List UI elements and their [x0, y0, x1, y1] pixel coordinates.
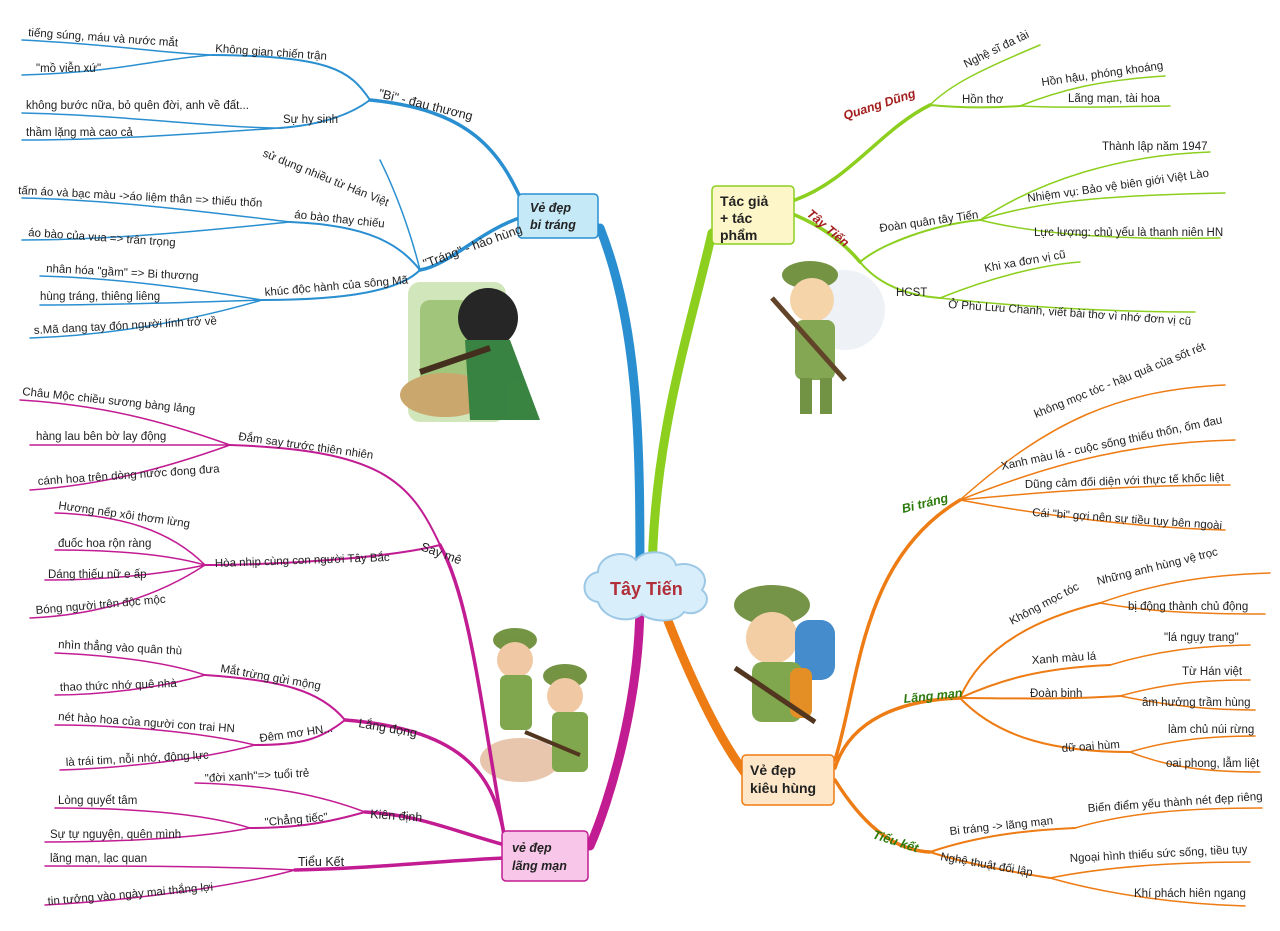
- hcst-item-1: Ở Phù Lưu Chanh, viết bài thơ vì nhớ đơn…: [948, 298, 1192, 328]
- chang-tiec-label: "Chẳng tiếc": [264, 811, 328, 829]
- khong-gian-label: Không gian chiến trận: [215, 43, 327, 63]
- hon-tho-label: Hồn thơ: [962, 94, 1004, 106]
- center-label: Tây Tiến: [610, 579, 683, 599]
- khuc-doc-hanh-item-2: s.Mã dang tay đón người lính trở về: [34, 315, 218, 337]
- doan-quan-item-0: Thành lập năm 1947: [1102, 141, 1208, 153]
- nghe-thuat-label: Nghệ thuật đối lập: [939, 851, 1033, 879]
- ao-bao-item-0: tấm áo và bạc màu ->áo liệm thân => thiế…: [18, 185, 263, 210]
- tac-gia-title-3: phẩm: [720, 227, 757, 243]
- dam-say-item-2: cánh hoa trên dòng nước đong đưa: [37, 463, 220, 488]
- branch-bi-trang-lines: [21, 39, 527, 339]
- su-dung-han-viet: sử dụng nhiều từ Hán Việt: [261, 148, 391, 210]
- hoa-nhip-item-1: đuốc hoa rộn ràng: [58, 538, 151, 550]
- tac-gia-title-2: + tác: [720, 210, 753, 226]
- hoa-nhip-item-2: Dáng thiếu nữ e ấp: [48, 569, 147, 581]
- soldier-illustration-top-right: [770, 261, 885, 414]
- green-box[interactable]: Tác giả + tác phẩm: [711, 185, 795, 245]
- chang-tiec-item-1: Sự tự nguyện, quên mình: [50, 829, 181, 841]
- magenta-box[interactable]: vẻ đẹp lãng mạn: [501, 830, 589, 882]
- hoa-nhip-item-3: Bóng người trên độc mộc: [35, 594, 166, 617]
- mat-trung-item-1: thao thức nhớ quê nhà: [60, 678, 178, 694]
- su-hy-sinh-item-1: thầm lặng mà cao cả: [26, 127, 133, 139]
- doan-quan-item-1: Nhiệm vụ: Bảo vệ biên giới Việt Lào: [1027, 168, 1210, 205]
- orange-box[interactable]: Vẻ đẹp kiêu hùng: [741, 754, 835, 806]
- kh-bi-trang-item-3: Cái "bi" gợi nên sự tiều tụy bên ngoài: [1032, 507, 1223, 532]
- quang-dung-label: Quang Dũng: [842, 86, 918, 123]
- hoa-nhip-label: Hòa nhịp cùng con người Tây Bắc: [215, 551, 390, 570]
- dem-mo-item-1: là trái tim, nỗi nhớ, động lực: [65, 749, 209, 769]
- blue-box[interactable]: Vẻ đẹp bi tráng: [517, 193, 599, 239]
- nghe-thuat-item-1: Khí phách hiên ngang: [1134, 888, 1246, 900]
- branch-lang-man-lines: [19, 399, 507, 906]
- xanh-mau-la-label: Xanh màu lá: [1031, 650, 1097, 667]
- hon-tho-item-0: Hồn hậu, phóng khoáng: [1041, 60, 1164, 89]
- hon-tho-item-1: Lãng mạn, tài hoa: [1068, 93, 1161, 105]
- doan-binh-item-1: âm hưởng trầm hùng: [1142, 697, 1251, 709]
- du-oai-hum-label: dữ oai hùm: [1061, 739, 1120, 755]
- kh-lang-man-label: Lãng mạn: [903, 686, 964, 706]
- khong-moc-toc-item-1: bị động thành chủ động: [1128, 601, 1248, 613]
- khuc-doc-hanh-item-0: nhân hóa "gầm" => Bi thương: [46, 263, 199, 283]
- tac-gia-title-1: Tác giả: [720, 193, 768, 209]
- hoa-nhip-item-0: Hương nếp xôi thơm lừng: [58, 500, 191, 530]
- bi-trang-title-1: Vẻ đẹp: [530, 201, 571, 215]
- chang-tiec-item-0: Lòng quyết tâm: [58, 795, 137, 807]
- soldier-illustration-bottom: [480, 628, 588, 782]
- su-hy-sinh-label: Sự hy sinh: [283, 114, 338, 126]
- khuc-doc-hanh-label: khúc độc hành của sông Mã: [264, 274, 409, 299]
- su-hy-sinh-item-0: không bước nữa, bỏ quên đời, anh về đất.…: [26, 100, 249, 112]
- doan-binh-item-0: Từ Hán việt: [1182, 666, 1243, 678]
- lang-man-tieu-ket-item-1: tin tưởng vào ngày mai thắng lợi: [47, 881, 213, 908]
- du-oai-hum-item-1: oai phong, lẫm liệt: [1166, 757, 1260, 770]
- center-node[interactable]: Tây Tiến: [583, 551, 708, 622]
- du-oai-hum-item-0: làm chủ núi rừng: [1168, 724, 1254, 736]
- khong-moc-toc-item-0: Những anh hùng vệ trọc: [1096, 546, 1220, 588]
- bi-trang-title-2: bi tráng: [530, 218, 576, 232]
- soldier-illustration-middle-right: [733, 585, 835, 725]
- khuc-doc-hanh-item-1: hùng tráng, thiêng liêng: [40, 291, 160, 303]
- lang-man-title-1: vẻ đẹp: [512, 841, 552, 855]
- lang-man-tieu-ket-item-0: lãng mạn, lạc quan: [50, 853, 147, 865]
- doan-quan-label: Đoàn quân tây Tiến: [879, 209, 979, 235]
- ao-bao-item-1: áo bào của vua => trân trọng: [28, 227, 176, 249]
- kieu-hung-title-2: kiêu hùng: [750, 780, 816, 796]
- trang-hao-hung-label: "Tráng" - hào hùng: [421, 222, 524, 271]
- mat-trung-label: Mắt trừng gửi mộng: [219, 662, 321, 692]
- lang-man-tieu-ket-label: Tiểu Kết: [298, 855, 345, 869]
- dam-say-item-1: hàng lau bên bờ lay động: [36, 431, 166, 443]
- bi-dau-thuong-label: "Bi" - đau thương: [377, 86, 474, 123]
- branch-tac-gia-lines: [793, 44, 1226, 313]
- dem-mo-item-0: nét hào hoa của người con trai HN: [58, 711, 235, 735]
- trunk-lines: [585, 223, 750, 851]
- kh-bi-trang-item-0: không mọc tóc - hậu quả của sốt rét: [1033, 341, 1208, 421]
- tay-tien-label: Tây Tiến: [804, 207, 852, 250]
- kh-tieu-ket-label: Tiểu kết: [871, 828, 921, 856]
- lang-man-title-2: lãng mạn: [512, 859, 567, 873]
- branch-kieu-hung-lines: [833, 384, 1271, 907]
- khong-gian-item-1: "mồ viễn xứ": [36, 62, 101, 75]
- doi-xanh: "đời xanh"=> tuổi trẻ: [205, 768, 310, 785]
- say-me-label: Say mê: [419, 540, 464, 568]
- doan-binh-label: Đoàn binh: [1030, 688, 1082, 700]
- doan-quan-item-2: Lực lượng: chủ yếu là thanh niên HN: [1034, 227, 1223, 239]
- kieu-hung-title-1: Vẻ đẹp: [750, 762, 796, 778]
- lang-dong-label: Lắng đọng: [357, 715, 418, 740]
- kien-dinh-label: Kiên định: [370, 807, 423, 825]
- soldier-illustration-top-left: [400, 282, 540, 422]
- hcst-label: HCST: [896, 287, 927, 299]
- xanh-mau-la-item-0: "lá ngụy trang": [1164, 632, 1239, 644]
